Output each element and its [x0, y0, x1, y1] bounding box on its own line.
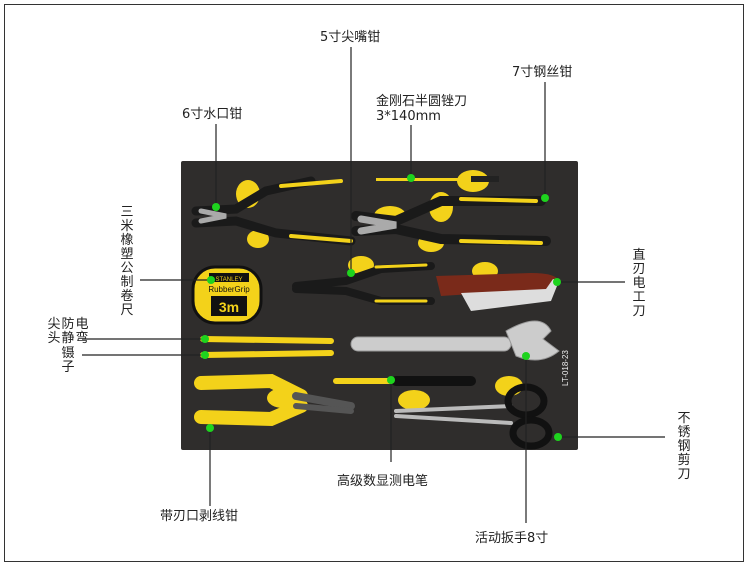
label-cutter-pliers: 6寸水口钳: [182, 107, 243, 122]
image-frame: [4, 4, 744, 562]
label-tweezers-col-1: 尖头: [47, 317, 61, 346]
label-diamond-file-size: 3*140mm: [376, 109, 441, 124]
diamond-file: [376, 176, 499, 182]
tray-illustration: STANLEY RubberGrip 3m: [191, 170, 570, 450]
label-tape-measure: 三米橡塑公制卷尺: [120, 205, 134, 318]
tape-brand-label: STANLEY: [216, 277, 243, 283]
tape-length-label: 3m: [219, 299, 239, 315]
adjustable-wrench: [350, 320, 560, 361]
tool-tray: STANLEY RubberGrip 3m: [181, 161, 578, 450]
label-needle-nose-pliers: 5寸尖嘴钳: [320, 30, 381, 45]
tape-model-label: RubberGrip: [208, 285, 250, 294]
tweezers: [200, 336, 334, 358]
tray-model-label: LT-018-23: [561, 350, 570, 386]
electrician-knife: [436, 273, 559, 311]
combination-pliers: [351, 196, 551, 246]
label-tweezers-col-2: 防静: [61, 317, 75, 346]
label-voltage-tester: 高级数显测电笔: [337, 474, 429, 489]
label-tweezers-col-3: 电弯: [75, 317, 89, 346]
label-combination-pliers: 7寸钢丝钳: [512, 65, 573, 80]
label-diamond-file: 金刚石半圆锉刀: [376, 94, 468, 109]
label-electrician-knife: 直刃电工刀: [632, 248, 646, 319]
label-scissors: 不锈钢剪刀: [677, 411, 691, 482]
label-adjustable-wrench: 活动扳手8寸: [475, 531, 549, 546]
label-tweezers-col-4: 镊子: [61, 346, 75, 375]
label-wire-stripper: 带刃口剥线钳: [160, 509, 239, 524]
marker-dots: [201, 174, 562, 441]
needle-nose-pliers: [292, 262, 435, 305]
wire-stripper: [194, 373, 355, 427]
